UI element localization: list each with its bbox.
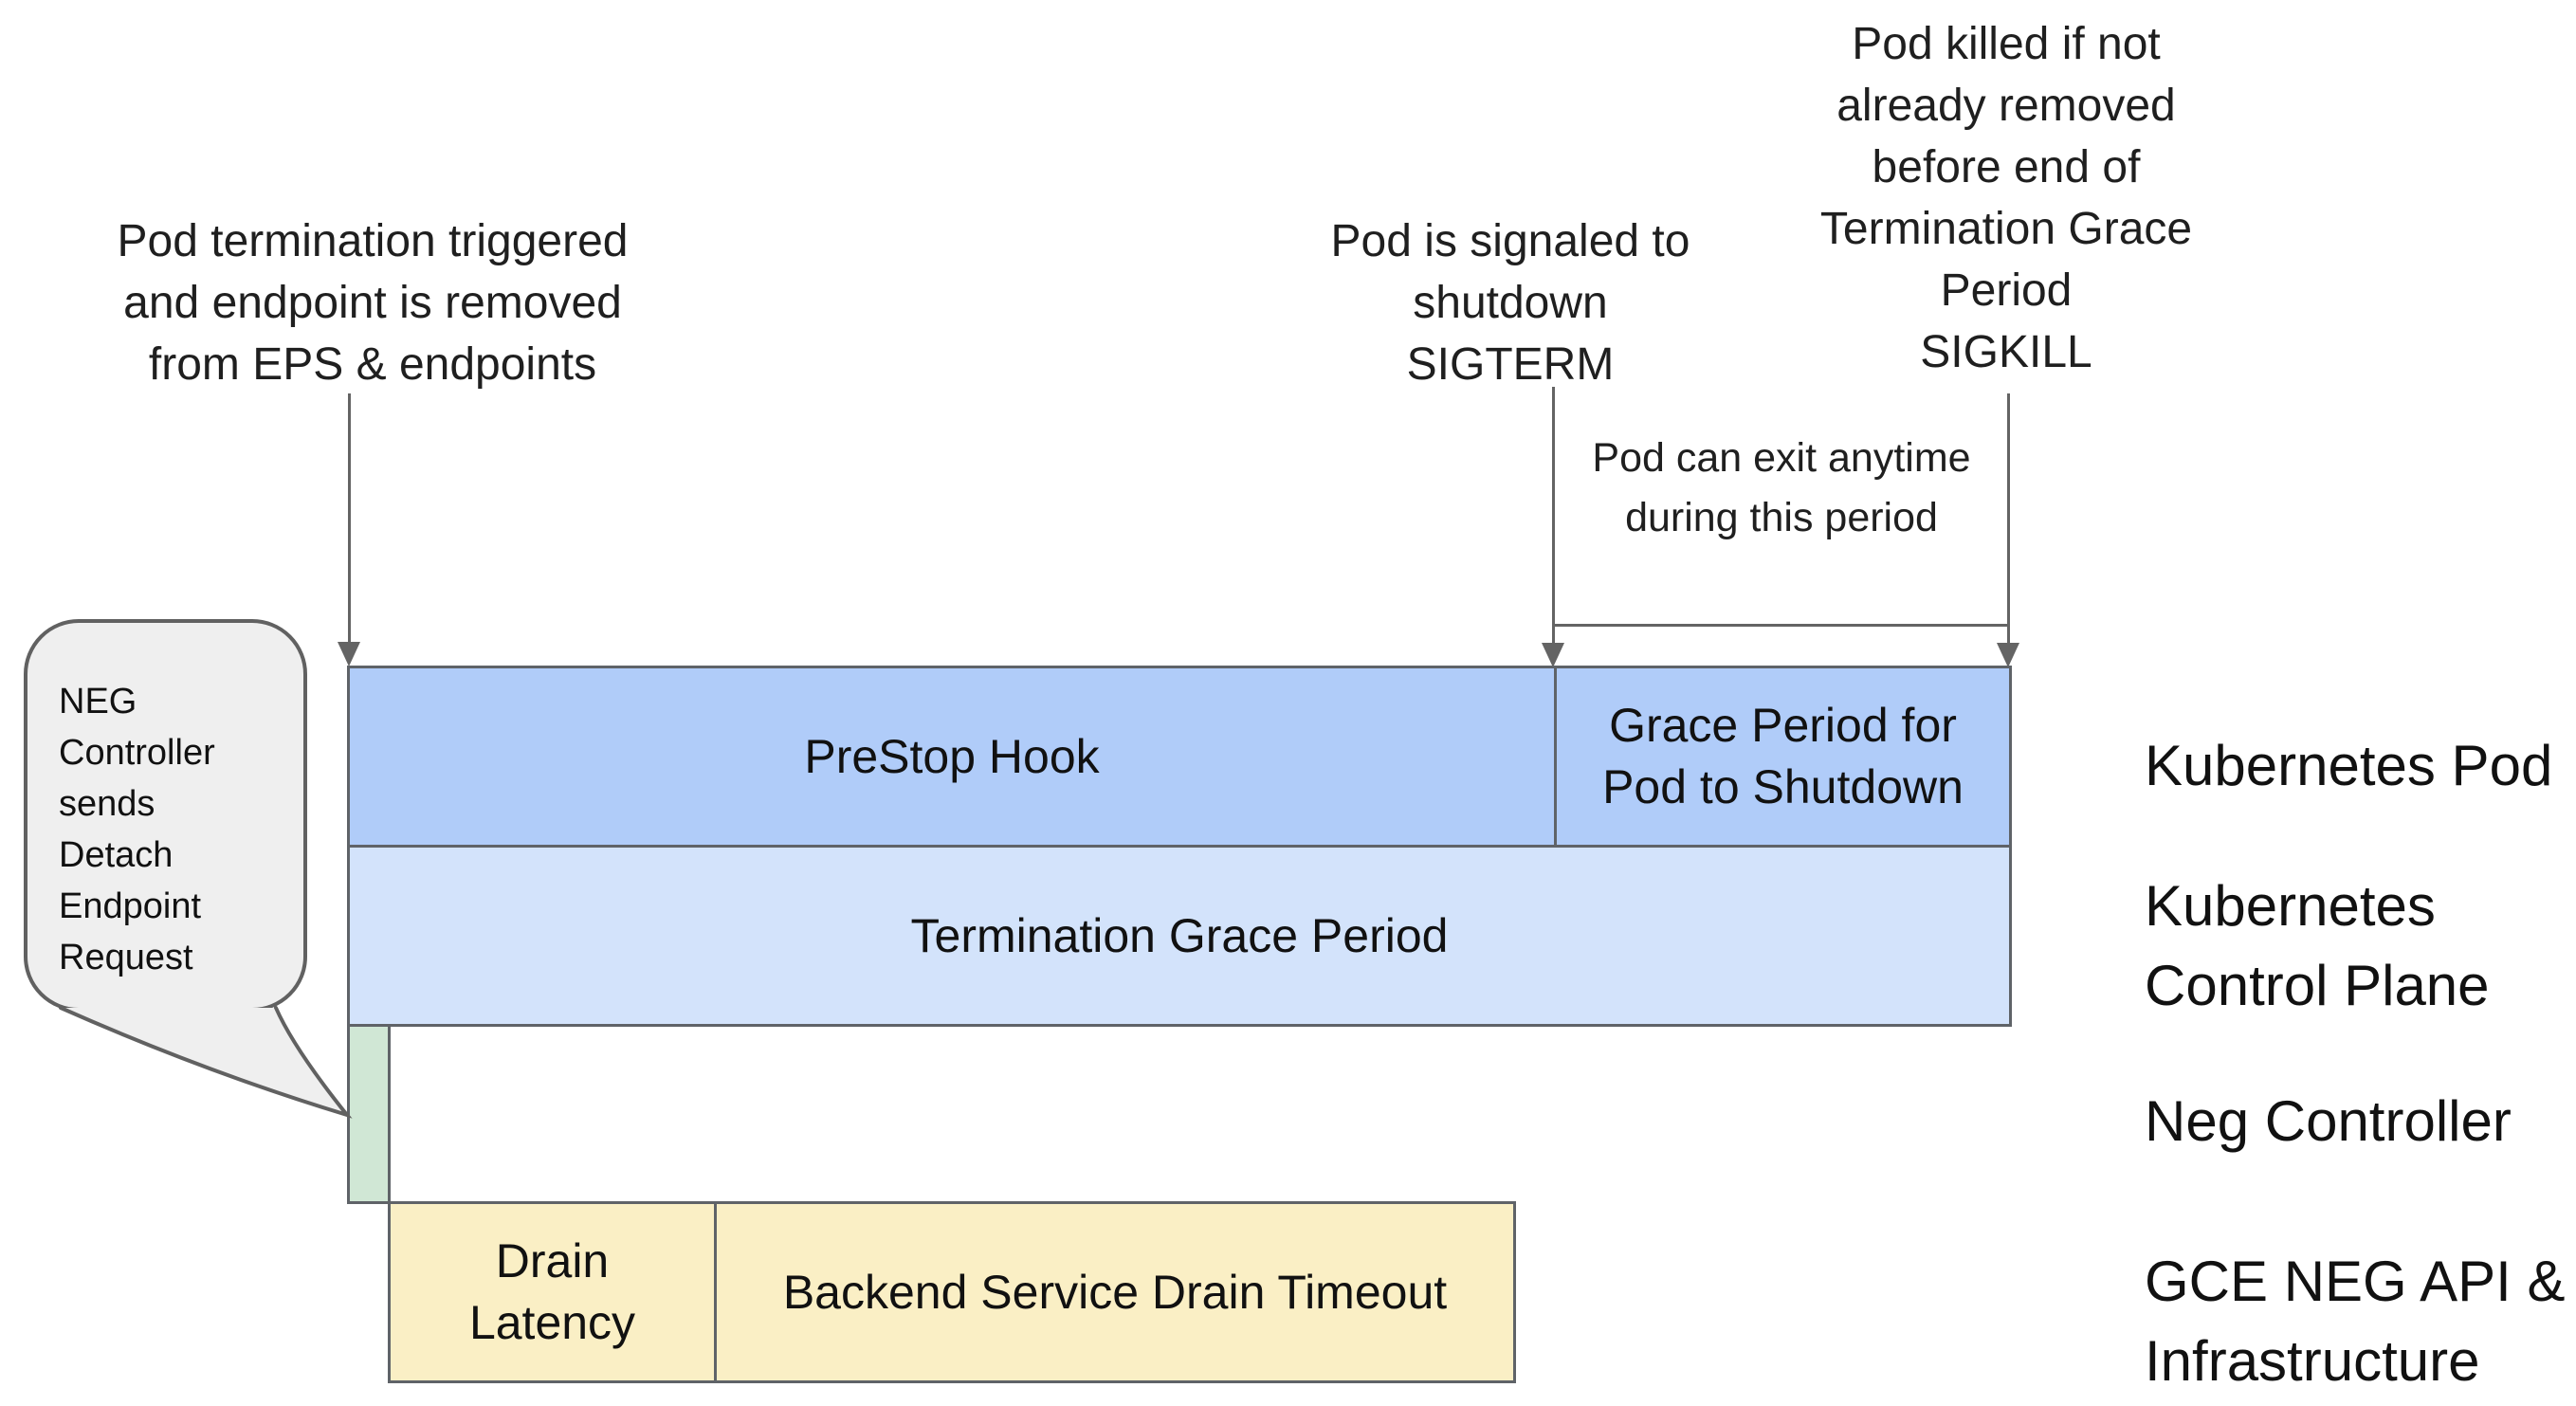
speech-bubble-line: sends	[59, 784, 155, 824]
note-sigkill-line: before end of	[1872, 142, 2141, 192]
note-sigterm-line: Pod is signaled to	[1330, 216, 1690, 266]
bar-backend-service-drain-timeout-label: Backend Service Drain Timeout	[782, 1265, 1448, 1319]
down-arrow-sigterm	[1542, 387, 1564, 667]
note-sigkill-line: already removed	[1836, 81, 2176, 131]
speech-bubble-text: NEG Controller sends Detach Endpoint Req…	[59, 676, 215, 983]
note-sigkill-line: Period	[1940, 265, 2073, 316]
note-sigkill-line: SIGKILL	[1920, 327, 2092, 377]
lane-label-line: Kubernetes	[2145, 874, 2436, 938]
note-sigterm-line: shutdown	[1413, 278, 1608, 328]
speech-bubble-line: Controller	[59, 733, 215, 773]
lane-label-neg-controller: Neg Controller	[2145, 1082, 2512, 1161]
bar-termination-grace-period: Termination Grace Period	[347, 845, 2012, 1027]
note-sigterm-line: SIGTERM	[1406, 339, 1615, 390]
bar-backend-service-drain-timeout: Backend Service Drain Timeout	[714, 1201, 1516, 1383]
lane-label-line: Neg Controller	[2145, 1089, 2512, 1153]
note-pod-termination: Pod termination triggered and endpoint i…	[64, 210, 681, 395]
bar-drain-latency: Drain Latency	[388, 1201, 717, 1383]
bar-drain-latency-label: Latency	[468, 1296, 636, 1349]
speech-bubble-line: Detach	[59, 835, 174, 875]
lane-label-line: Kubernetes Pod	[2145, 734, 2553, 797]
speech-bubble-line: NEG	[59, 682, 137, 721]
note-exit-anytime: Pod can exit anytime during this period	[1559, 429, 2004, 548]
lane-label-kubernetes-pod: Kubernetes Pod	[2145, 726, 2552, 806]
note-sigkill-line: Termination Grace	[1819, 204, 2193, 254]
note-sigterm: Pod is signaled to shutdown SIGTERM	[1297, 210, 1724, 395]
note-sigkill: Pod killed if not already removed before…	[1792, 13, 2220, 383]
note-exit-anytime-line: during this period	[1625, 495, 1938, 540]
note-pod-termination-line: Pod termination triggered	[117, 216, 629, 266]
bar-grace-period-shutdown-label: Pod to Shutdown	[1602, 760, 1964, 813]
bar-termination-grace-period-label: Termination Grace Period	[910, 908, 1449, 962]
down-arrow-termination-trigger	[338, 393, 360, 666]
speech-bubble-line: Endpoint	[59, 886, 202, 926]
lane-label-kubernetes-control-plane: Kubernetes Control Plane	[2145, 867, 2490, 1026]
note-pod-termination-line: and endpoint is removed	[123, 278, 622, 328]
speech-bubble-tail-outline	[59, 1006, 353, 1119]
note-exit-anytime-line: Pod can exit anytime	[1592, 435, 1971, 481]
down-arrow-sigkill	[1997, 393, 2019, 667]
note-sigkill-line: Pod killed if not	[1852, 19, 2161, 69]
speech-bubble-tail	[61, 1008, 347, 1115]
lane-label-gce-neg-api: GCE NEG API & Infrastructure	[2145, 1242, 2565, 1401]
exit-period-span-line	[1555, 624, 2009, 627]
note-pod-termination-line: from EPS & endpoints	[148, 339, 597, 390]
bar-grace-period-shutdown: Grace Period for Pod to Shutdown	[1554, 666, 2012, 848]
bar-prestop-hook-label: PreStop Hook	[804, 729, 1100, 783]
lane-label-line: Control Plane	[2145, 954, 2490, 1017]
bar-neg-detach	[347, 1024, 391, 1204]
lane-label-line: Infrastructure	[2145, 1329, 2480, 1393]
speech-bubble-line: Request	[59, 938, 193, 977]
lane-label-line: GCE NEG API &	[2145, 1250, 2566, 1313]
bar-grace-period-shutdown-label: Grace Period for	[1609, 699, 1957, 752]
bar-drain-latency-label: Drain	[495, 1234, 610, 1287]
